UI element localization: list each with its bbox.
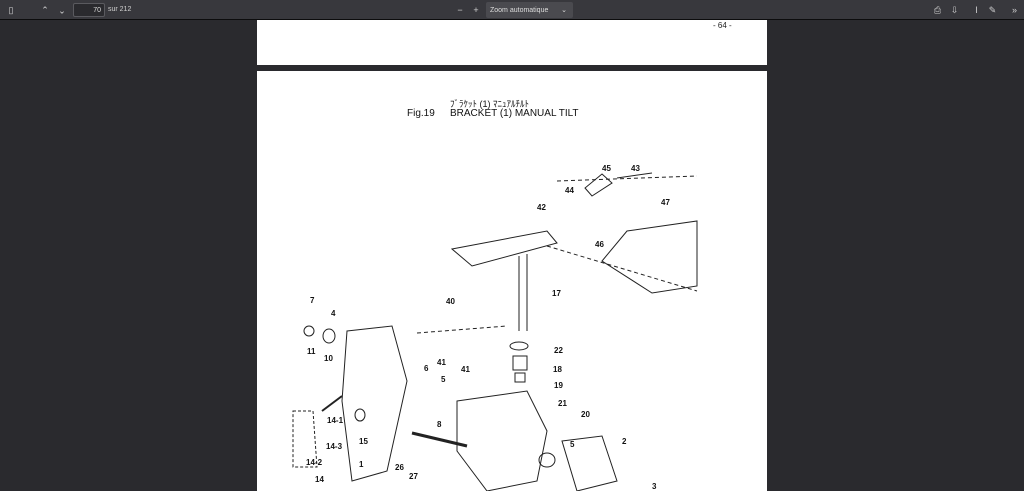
- zoom-value: Zoom automatique: [490, 6, 549, 14]
- zoom-out-button[interactable]: −: [457, 5, 463, 15]
- page-number-input[interactable]: [73, 3, 105, 17]
- part-label: 46: [595, 240, 604, 249]
- part-label: 11: [307, 347, 316, 356]
- part-label: 18: [553, 365, 562, 374]
- text-tool-icon[interactable]: I: [975, 5, 978, 15]
- part-label: 21: [558, 399, 567, 408]
- part-label: 45: [602, 164, 611, 173]
- bracket-right: [561, 435, 618, 491]
- part-label: 20: [581, 410, 590, 419]
- download-icon[interactable]: ⇩: [950, 4, 959, 15]
- part-label: 6: [424, 364, 429, 373]
- part-5: [538, 452, 556, 468]
- part-label: 47: [661, 198, 670, 207]
- part-label: 14-1: [327, 416, 344, 425]
- part-label: 41: [437, 358, 446, 367]
- part-label: 14-3: [326, 442, 343, 451]
- zoom-select[interactable]: Zoom automatique ⌄: [486, 2, 573, 18]
- more-tools-icon[interactable]: »: [1011, 5, 1017, 15]
- guide-lines: [416, 175, 698, 334]
- part-label: 14-2: [306, 458, 323, 467]
- pdf-toolbar: ▯ ⌃ ⌃ sur 212 − + Zoom automatique⌄ ⎙ ⇩ …: [0, 0, 1024, 20]
- group-14: [292, 410, 318, 468]
- bushing-18: [512, 355, 528, 371]
- pdf-page-current: ﾌﾞﾗｹｯﾄ (1) ﾏﾆｭｱﾙﾁﾙﾄ Fig.19 BRACKET (1) M…: [257, 71, 767, 491]
- draw-tool-icon[interactable]: ✎: [988, 4, 997, 15]
- figure-title: BRACKET (1) MANUAL TILT: [450, 108, 579, 119]
- part-label: 1: [359, 460, 364, 469]
- tilt-lever: [450, 230, 558, 267]
- bushing-15: [354, 408, 366, 422]
- part-label: 17: [552, 289, 561, 298]
- collar-4: [322, 328, 336, 344]
- part-label: 5: [570, 440, 575, 449]
- part-label: 42: [537, 203, 546, 212]
- part-label: 7: [310, 296, 315, 305]
- figure-title-jp: ﾌﾞﾗｹｯﾄ (1) ﾏﾆｭｱﾙﾁﾙﾄ: [450, 99, 530, 109]
- zoom-in-button[interactable]: +: [473, 5, 479, 15]
- shaft-17: [518, 254, 528, 331]
- bracket-left: [341, 325, 408, 482]
- part-label: 27: [409, 472, 418, 481]
- washer-22: [509, 341, 529, 351]
- print-icon[interactable]: ⎙: [933, 4, 942, 15]
- nut-7: [303, 325, 315, 337]
- part-label: 19: [554, 381, 563, 390]
- page-total: sur 212: [108, 6, 132, 13]
- part-label: 22: [554, 346, 563, 355]
- bushing-19: [514, 372, 526, 383]
- page-number-text: - 64 -: [713, 21, 732, 30]
- next-page-button[interactable]: ⌃: [58, 5, 66, 16]
- part-label: 40: [446, 297, 455, 306]
- rod-8: [411, 431, 468, 448]
- part-label: 26: [395, 463, 404, 472]
- chevron-down-icon: ⌄: [561, 7, 567, 14]
- part-label: 10: [324, 354, 333, 363]
- sidebar-toggle-icon[interactable]: ▯: [8, 4, 14, 15]
- part-label: 15: [359, 437, 368, 446]
- part-label: 14: [315, 475, 324, 484]
- part-label: 3: [652, 482, 657, 491]
- figure-number: Fig.19: [407, 108, 435, 119]
- part-label: 44: [565, 186, 574, 195]
- previous-page-button[interactable]: ⌃: [41, 4, 49, 15]
- part-label: 43: [631, 164, 640, 173]
- part-label: 4: [331, 309, 336, 318]
- bolt-43: [616, 172, 653, 179]
- plate-45: [584, 173, 613, 197]
- part-label: 41: [461, 365, 470, 374]
- part-label: 2: [622, 437, 627, 446]
- pdf-page-prev: - 64 -: [257, 20, 767, 65]
- swivel-bracket: [601, 220, 698, 294]
- part-label: 8: [437, 420, 442, 429]
- part-label: 5: [441, 375, 446, 384]
- spring-14-1: [321, 395, 343, 412]
- bracket-center: [456, 390, 548, 491]
